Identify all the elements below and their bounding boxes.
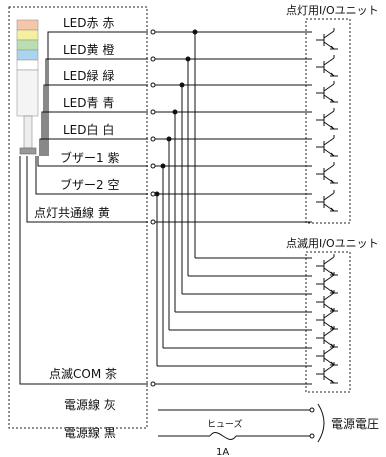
lighting-unit-transistors <box>316 28 338 212</box>
signal-wire <box>26 156 148 223</box>
wire-terminal <box>150 109 156 115</box>
wire-terminal <box>150 56 156 62</box>
junction-dot <box>179 82 185 88</box>
signal-wire <box>37 156 148 167</box>
wire-label-led-white: LED白 白 <box>63 122 114 137</box>
wires <box>19 29 312 387</box>
wire-terminal <box>150 381 156 387</box>
wire-label-led-blue: LED青 青 <box>63 96 114 110</box>
signal-wire <box>35 156 148 195</box>
signal-tower <box>16 19 39 155</box>
wire-label-led-green: LED緑 緑 <box>63 68 114 83</box>
fuse-label: ヒューズ <box>207 418 243 430</box>
tower-base <box>19 147 37 155</box>
signal-wire <box>45 58 148 156</box>
wire-label-buzzer-2: ブザー2 空 <box>60 177 119 192</box>
junction-dot <box>154 191 160 197</box>
signal-wire <box>43 84 148 156</box>
wire-label-led-red: LED赤 赤 <box>63 16 114 30</box>
wire-terminal <box>150 29 156 35</box>
bus-lines <box>154 29 312 367</box>
junction-dot <box>192 29 198 35</box>
junction-dot <box>166 136 172 142</box>
lighting-unit-title: 点灯用I/Oユニット <box>286 4 379 17</box>
lamp-green <box>16 39 39 51</box>
junction-dot <box>185 56 191 62</box>
wire-terminal <box>150 136 156 142</box>
signal-wire <box>39 138 148 156</box>
junction-dot <box>172 109 178 115</box>
wire-label-led-yellow: LED黄 橙 <box>63 42 114 57</box>
wire-terminal <box>150 82 156 88</box>
wire-label-power-black: 電源線 黒 <box>64 425 116 440</box>
power-circuit <box>158 403 325 443</box>
fuse-symbol <box>209 432 237 440</box>
tower-boundary <box>8 6 148 429</box>
wire-label-flashing-com: 点滅COM 茶 <box>49 366 117 381</box>
wire-label-power-gray: 電源線 灰 <box>64 397 116 412</box>
signal-wire <box>47 31 148 156</box>
wire-label-lighting-common: 点灯共通線 黄 <box>34 205 110 220</box>
lamp-red <box>16 19 39 31</box>
flashing-unit-box <box>305 251 351 393</box>
tower-pole <box>23 115 33 149</box>
wire-terminal <box>150 163 156 169</box>
power-voltage-label: 電源電圧 <box>331 417 379 431</box>
power-terminal-bottom <box>309 433 315 439</box>
lighting-unit-box <box>305 18 351 224</box>
junction-dot <box>160 163 166 169</box>
lamp-white <box>16 59 39 71</box>
power-terminal-top <box>309 407 315 413</box>
wire-label-buzzer-1: ブザー1 紫 <box>60 150 119 165</box>
fuse-rating: 1A <box>216 447 229 457</box>
flashing-unit-title: 点滅用I/Oユニット <box>286 237 379 250</box>
wire-terminal <box>150 191 156 197</box>
signal-wire <box>19 156 148 385</box>
flashing-unit-transistors <box>316 254 338 384</box>
wire-terminal <box>150 219 156 225</box>
lamp-blue <box>16 49 39 61</box>
signal-wire <box>41 111 148 156</box>
lamp-yellow <box>16 29 39 41</box>
power-brace <box>317 403 325 443</box>
tower-body <box>16 69 39 117</box>
